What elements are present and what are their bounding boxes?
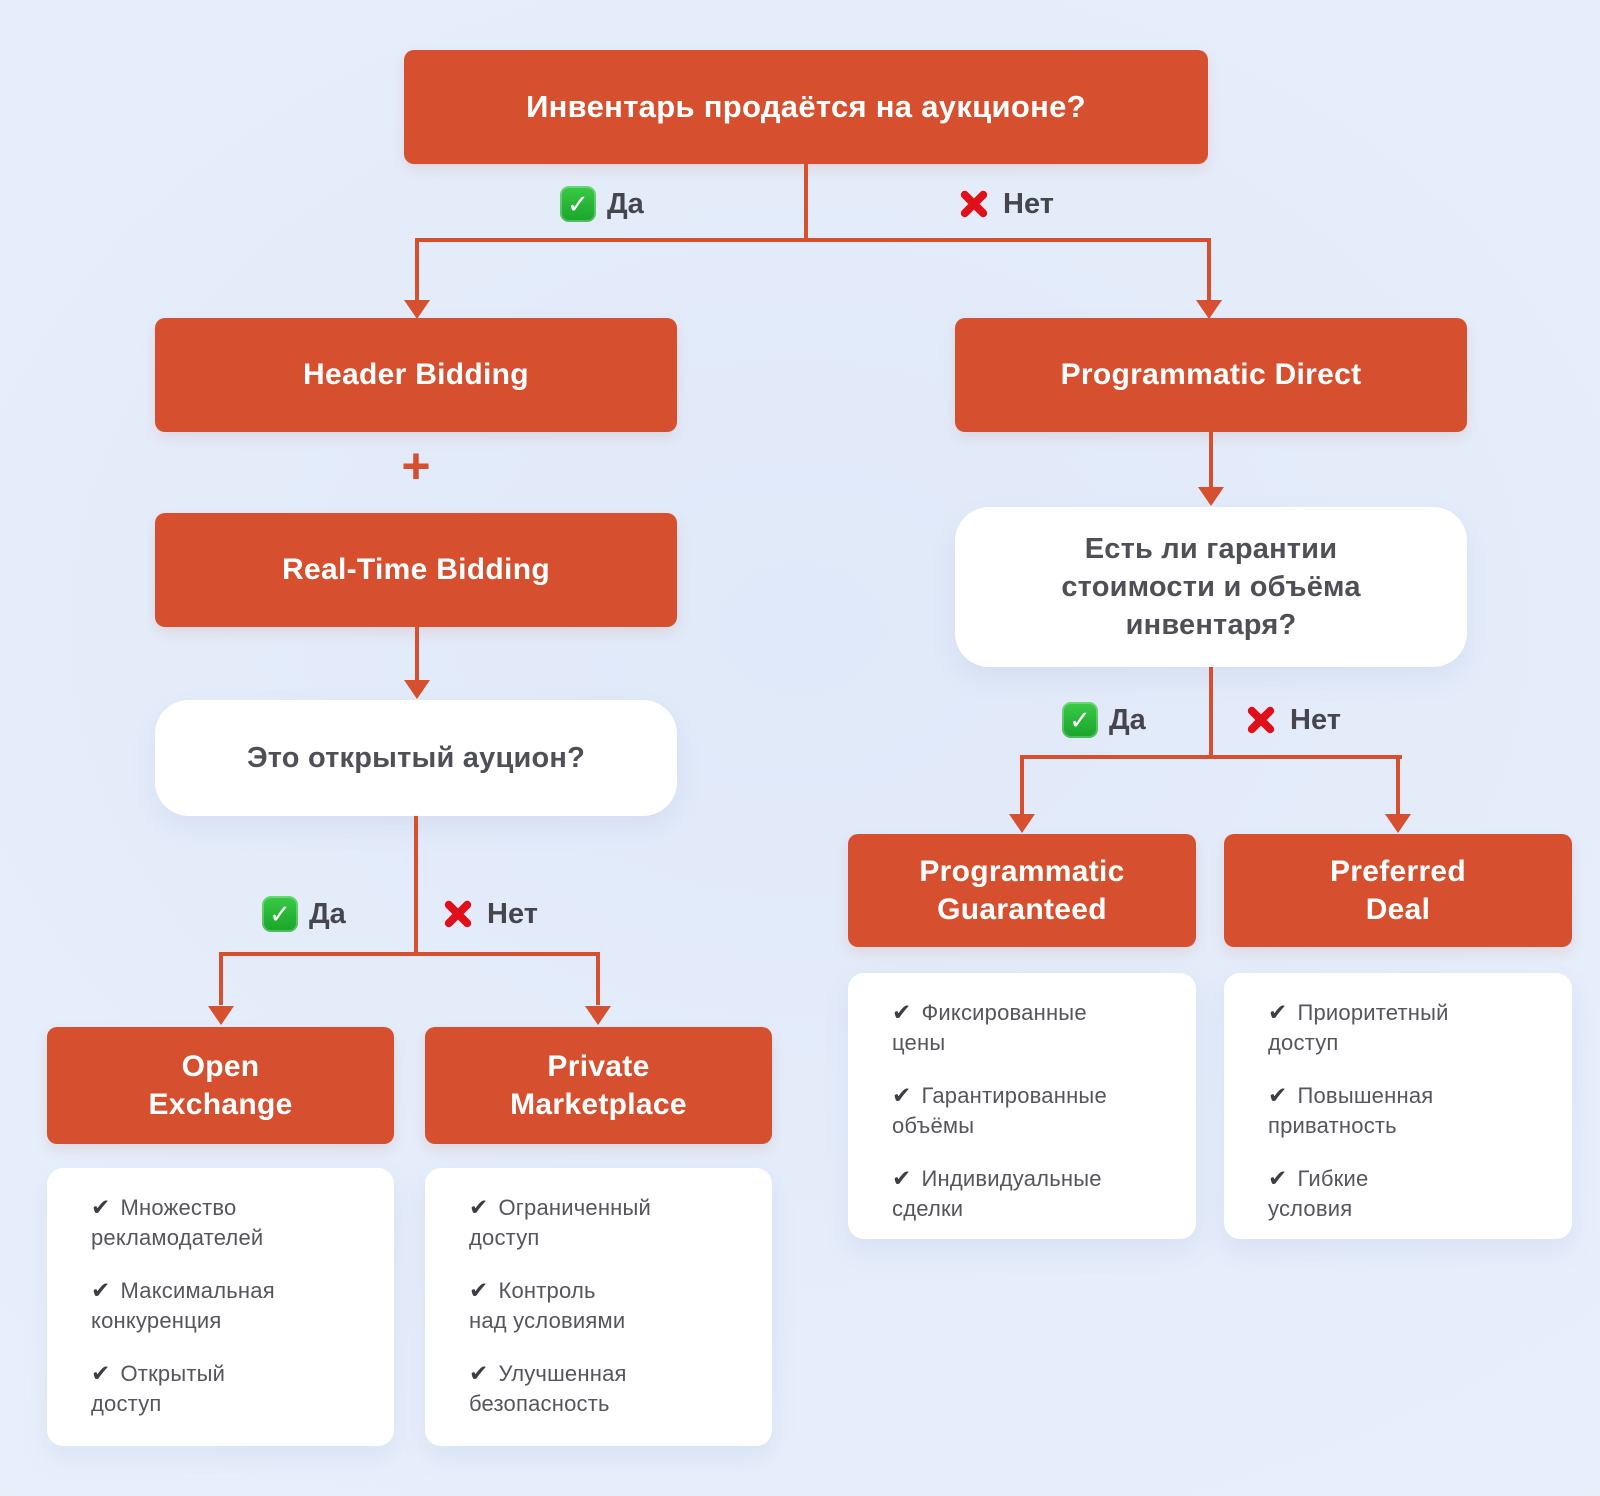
- branch-label-no-right: Нет: [1243, 702, 1341, 738]
- yes-label: Да: [309, 897, 346, 930]
- root-question-text: Инвентарь продаётся на аукционе?: [526, 89, 1086, 124]
- connector-guarantees-stem: [1209, 667, 1213, 757]
- arrowhead-to-preferred-deal: [1385, 814, 1411, 833]
- check-icon: ✔: [469, 1194, 489, 1220]
- node-real-time-bidding: Real-Time Bidding: [155, 513, 677, 627]
- plus-sign: +: [401, 438, 431, 494]
- branch-label-yes-left: ✓ Да: [262, 896, 346, 932]
- connector-left-branch-bar: [219, 952, 600, 956]
- connector-preferred-deal-drop: [1396, 755, 1400, 816]
- connector-root-left-drop: [415, 238, 419, 302]
- no-cross-icon: [1243, 702, 1279, 738]
- connector-open-exchange-drop: [219, 952, 223, 1005]
- check-icon: ✔: [91, 1194, 111, 1220]
- benefits-card-open-exchange: ✔Множество рекламодателей ✔Максимальная …: [47, 1168, 394, 1446]
- no-cross-icon: [956, 186, 992, 222]
- no-label: Нет: [1003, 187, 1054, 220]
- benefit-item: ✔Открытый доступ: [91, 1360, 226, 1416]
- yes-label: Да: [1109, 703, 1146, 736]
- check-icon: ✔: [469, 1277, 489, 1303]
- benefits-card-private-marketplace: ✔Ограниченный доступ ✔Контроль над услов…: [425, 1168, 772, 1446]
- node-root-question: Инвентарь продаётся на аукционе?: [404, 50, 1208, 164]
- no-label: Нет: [1290, 703, 1341, 736]
- benefit-item: ✔Максимальная конкуренция: [91, 1277, 275, 1333]
- arrowhead-to-header-bidding: [404, 300, 430, 319]
- connector-right-branch-bar: [1020, 755, 1402, 759]
- benefit-item: ✔Контроль над условиями: [469, 1277, 626, 1333]
- check-icon: ✔: [91, 1277, 111, 1303]
- connector-private-marketplace-drop: [596, 952, 600, 1005]
- node-preferred-deal: Preferred Deal: [1224, 834, 1572, 947]
- check-icon: ✔: [1268, 1082, 1288, 1108]
- connector-root-stem: [804, 163, 808, 240]
- benefit-item: ✔Ограниченный доступ: [469, 1194, 652, 1250]
- yes-check-icon: ✓: [560, 186, 596, 222]
- benefit-item: ✔Гарантированные объёмы: [892, 1082, 1107, 1138]
- benefits-card-preferred-deal: ✔Приоритетный доступ ✔Повышенная приватн…: [1224, 973, 1572, 1239]
- node-open-auction-question: Это открытый ауцион?: [155, 700, 677, 816]
- no-cross-icon: [440, 896, 476, 932]
- benefit-item: ✔Индивидуальные сделки: [892, 1165, 1102, 1221]
- connector-programmatic-direct-stem: [1209, 432, 1213, 488]
- node-open-exchange: Open Exchange: [47, 1027, 394, 1144]
- branch-label-no-root: Нет: [956, 186, 1054, 222]
- check-icon: ✔: [1268, 999, 1288, 1025]
- arrowhead-to-open-exchange: [208, 1006, 234, 1025]
- connector-rtb-stem: [415, 627, 419, 682]
- node-programmatic-direct: Programmatic Direct: [955, 318, 1467, 432]
- arrowhead-to-programmatic-direct: [1196, 300, 1222, 319]
- connector-open-auction-stem: [414, 816, 418, 954]
- benefit-item: ✔Приоритетный доступ: [1268, 999, 1449, 1055]
- no-label: Нет: [487, 897, 538, 930]
- benefit-item: ✔Улучшенная безопасность: [469, 1360, 627, 1416]
- arrowhead-to-open-auction-question: [404, 680, 430, 699]
- benefit-item: ✔Фиксированные цены: [892, 999, 1087, 1055]
- check-icon: ✔: [1268, 1165, 1288, 1191]
- check-icon: ✔: [91, 1360, 111, 1386]
- connector-programmatic-guaranteed-drop: [1020, 755, 1024, 816]
- node-private-marketplace: Private Marketplace: [425, 1027, 772, 1144]
- branch-label-yes-root: ✓ Да: [560, 186, 644, 222]
- yes-check-icon: ✓: [1062, 702, 1098, 738]
- benefits-card-programmatic-guaranteed: ✔Фиксированные цены ✔Гарантированные объ…: [848, 973, 1196, 1239]
- node-programmatic-guaranteed: Programmatic Guaranteed: [848, 834, 1196, 947]
- arrowhead-to-programmatic-guaranteed: [1009, 814, 1035, 833]
- yes-check-icon: ✓: [262, 896, 298, 932]
- benefit-item: ✔Повышенная приватность: [1268, 1082, 1434, 1138]
- benefit-item: ✔Множество рекламодателей: [91, 1194, 264, 1250]
- yes-label: Да: [607, 187, 644, 220]
- branch-label-yes-right: ✓ Да: [1062, 702, 1146, 738]
- check-icon: ✔: [892, 1082, 912, 1108]
- arrowhead-to-guarantees-question: [1198, 487, 1224, 506]
- node-header-bidding: Header Bidding: [155, 318, 677, 432]
- check-icon: ✔: [892, 999, 912, 1025]
- node-guarantees-question: Есть ли гарантии стоимости и объёма инве…: [955, 507, 1467, 667]
- branch-label-no-left: Нет: [440, 896, 538, 932]
- check-icon: ✔: [469, 1360, 489, 1386]
- connector-root-branch-bar: [415, 238, 1211, 242]
- check-icon: ✔: [892, 1165, 912, 1191]
- arrowhead-to-private-marketplace: [585, 1006, 611, 1025]
- benefit-item: ✔Гибкие условия: [1268, 1165, 1369, 1221]
- connector-root-right-drop: [1207, 238, 1211, 302]
